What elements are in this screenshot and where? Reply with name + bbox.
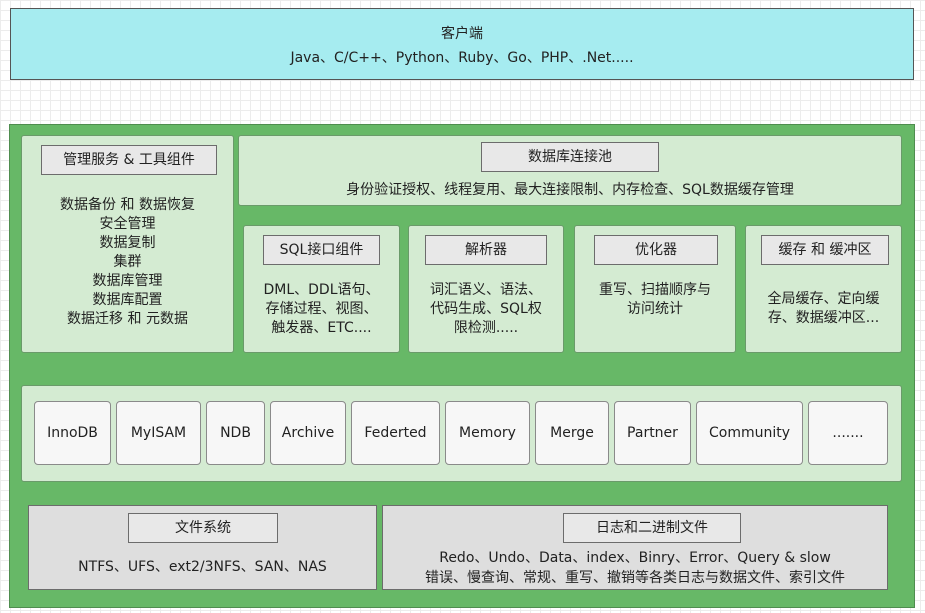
cache-buffer-desc: 全局缓存、定向缓 存、数据缓冲区... — [746, 290, 901, 328]
management-title: 管理服务 & 工具组件 — [41, 145, 217, 175]
sql-interface-desc: DML、DDL语句、 存储过程、视图、 触发器、ETC.... — [244, 281, 399, 338]
desc-line: 限检测..... — [453, 320, 519, 336]
engine-innodb: InnoDB — [34, 401, 111, 465]
desc-line: 代码生成、SQL权 — [430, 301, 542, 317]
desc-line: 重写、扫描顺序与 — [599, 282, 711, 298]
sql-interface-title: SQL接口组件 — [263, 235, 380, 265]
engine-federted: Federted — [351, 401, 440, 465]
engine-ndb: NDB — [206, 401, 265, 465]
engine-more: ....... — [808, 401, 888, 465]
management-item: 数据库管理 — [92, 273, 163, 289]
management-item: 数据迁移 和 元数据 — [67, 311, 188, 327]
log-files-line: 错误、慢查询、常规、重写、撤销等各类日志与数据文件、索引文件 — [425, 570, 845, 586]
file-system-title: 文件系统 — [128, 513, 278, 543]
parser-title: 解析器 — [425, 235, 547, 265]
connection-pool-panel: 数据库连接池 身份验证授权、线程复用、最大连接限制、内存检查、SQL数据缓存管理 — [238, 135, 902, 206]
engine-myisam: MyISAM — [116, 401, 201, 465]
client-languages: Java、C/C++、Python、Ruby、Go、PHP、.Net..... — [290, 50, 634, 66]
management-panel: 管理服务 & 工具组件 数据备份 和 数据恢复 安全管理 数据复制 集群 数据库… — [21, 135, 234, 353]
engine-partner: Partner — [614, 401, 691, 465]
desc-line: DML、DDL语句、 — [263, 282, 380, 298]
log-files-title: 日志和二进制文件 — [563, 513, 741, 543]
engine-archive: Archive — [270, 401, 346, 465]
desc-line: 存储过程、视图、 — [265, 301, 378, 317]
client-title: 客户端 — [441, 26, 483, 42]
management-list: 数据备份 和 数据恢复 安全管理 数据复制 集群 数据库管理 数据库配置 数据迁… — [22, 196, 233, 329]
management-item: 安全管理 — [99, 216, 156, 232]
file-system-panel: 文件系统 NTFS、UFS、ext2/3NFS、SAN、NAS — [28, 505, 377, 590]
parser-desc: 词汇语义、语法、 代码生成、SQL权 限检测..... — [409, 281, 563, 338]
optimizer-panel: 优化器 重写、扫描顺序与 访问统计 — [574, 225, 736, 353]
engine-memory: Memory — [445, 401, 530, 465]
cache-buffer-title: 缓存 和 缓冲区 — [761, 235, 889, 265]
desc-line: 访问统计 — [627, 301, 683, 317]
parser-panel: 解析器 词汇语义、语法、 代码生成、SQL权 限检测..... — [408, 225, 564, 353]
log-files-line: Redo、Undo、Data、index、Binry、Error、Query &… — [439, 550, 831, 566]
file-system-desc: NTFS、UFS、ext2/3NFS、SAN、NAS — [78, 559, 327, 575]
client-layer: 客户端 Java、C/C++、Python、Ruby、Go、PHP、.Net..… — [10, 8, 914, 80]
desc-line: 触发器、ETC.... — [271, 320, 372, 336]
engine-merge: Merge — [535, 401, 609, 465]
optimizer-desc: 重写、扫描顺序与 访问统计 — [575, 281, 735, 319]
log-files-desc: Redo、Undo、Data、index、Binry、Error、Query &… — [383, 548, 887, 588]
management-item: 集群 — [113, 254, 142, 270]
cache-buffer-panel: 缓存 和 缓冲区 全局缓存、定向缓 存、数据缓冲区... — [745, 225, 902, 353]
desc-line: 存、数据缓冲区... — [767, 310, 880, 326]
engine-community: Community — [696, 401, 803, 465]
desc-line: 全局缓存、定向缓 — [767, 291, 880, 307]
log-files-panel: 日志和二进制文件 Redo、Undo、Data、index、Binry、Erro… — [382, 505, 888, 590]
management-item: 数据复制 — [99, 235, 156, 251]
management-item: 数据备份 和 数据恢复 — [60, 197, 195, 213]
management-item: 数据库配置 — [92, 292, 163, 308]
connection-pool-desc: 身份验证授权、线程复用、最大连接限制、内存检查、SQL数据缓存管理 — [346, 182, 794, 198]
connection-pool-title: 数据库连接池 — [481, 142, 659, 172]
desc-line: 词汇语义、语法、 — [430, 282, 542, 298]
optimizer-title: 优化器 — [594, 235, 718, 265]
sql-interface-panel: SQL接口组件 DML、DDL语句、 存储过程、视图、 触发器、ETC.... — [243, 225, 400, 353]
